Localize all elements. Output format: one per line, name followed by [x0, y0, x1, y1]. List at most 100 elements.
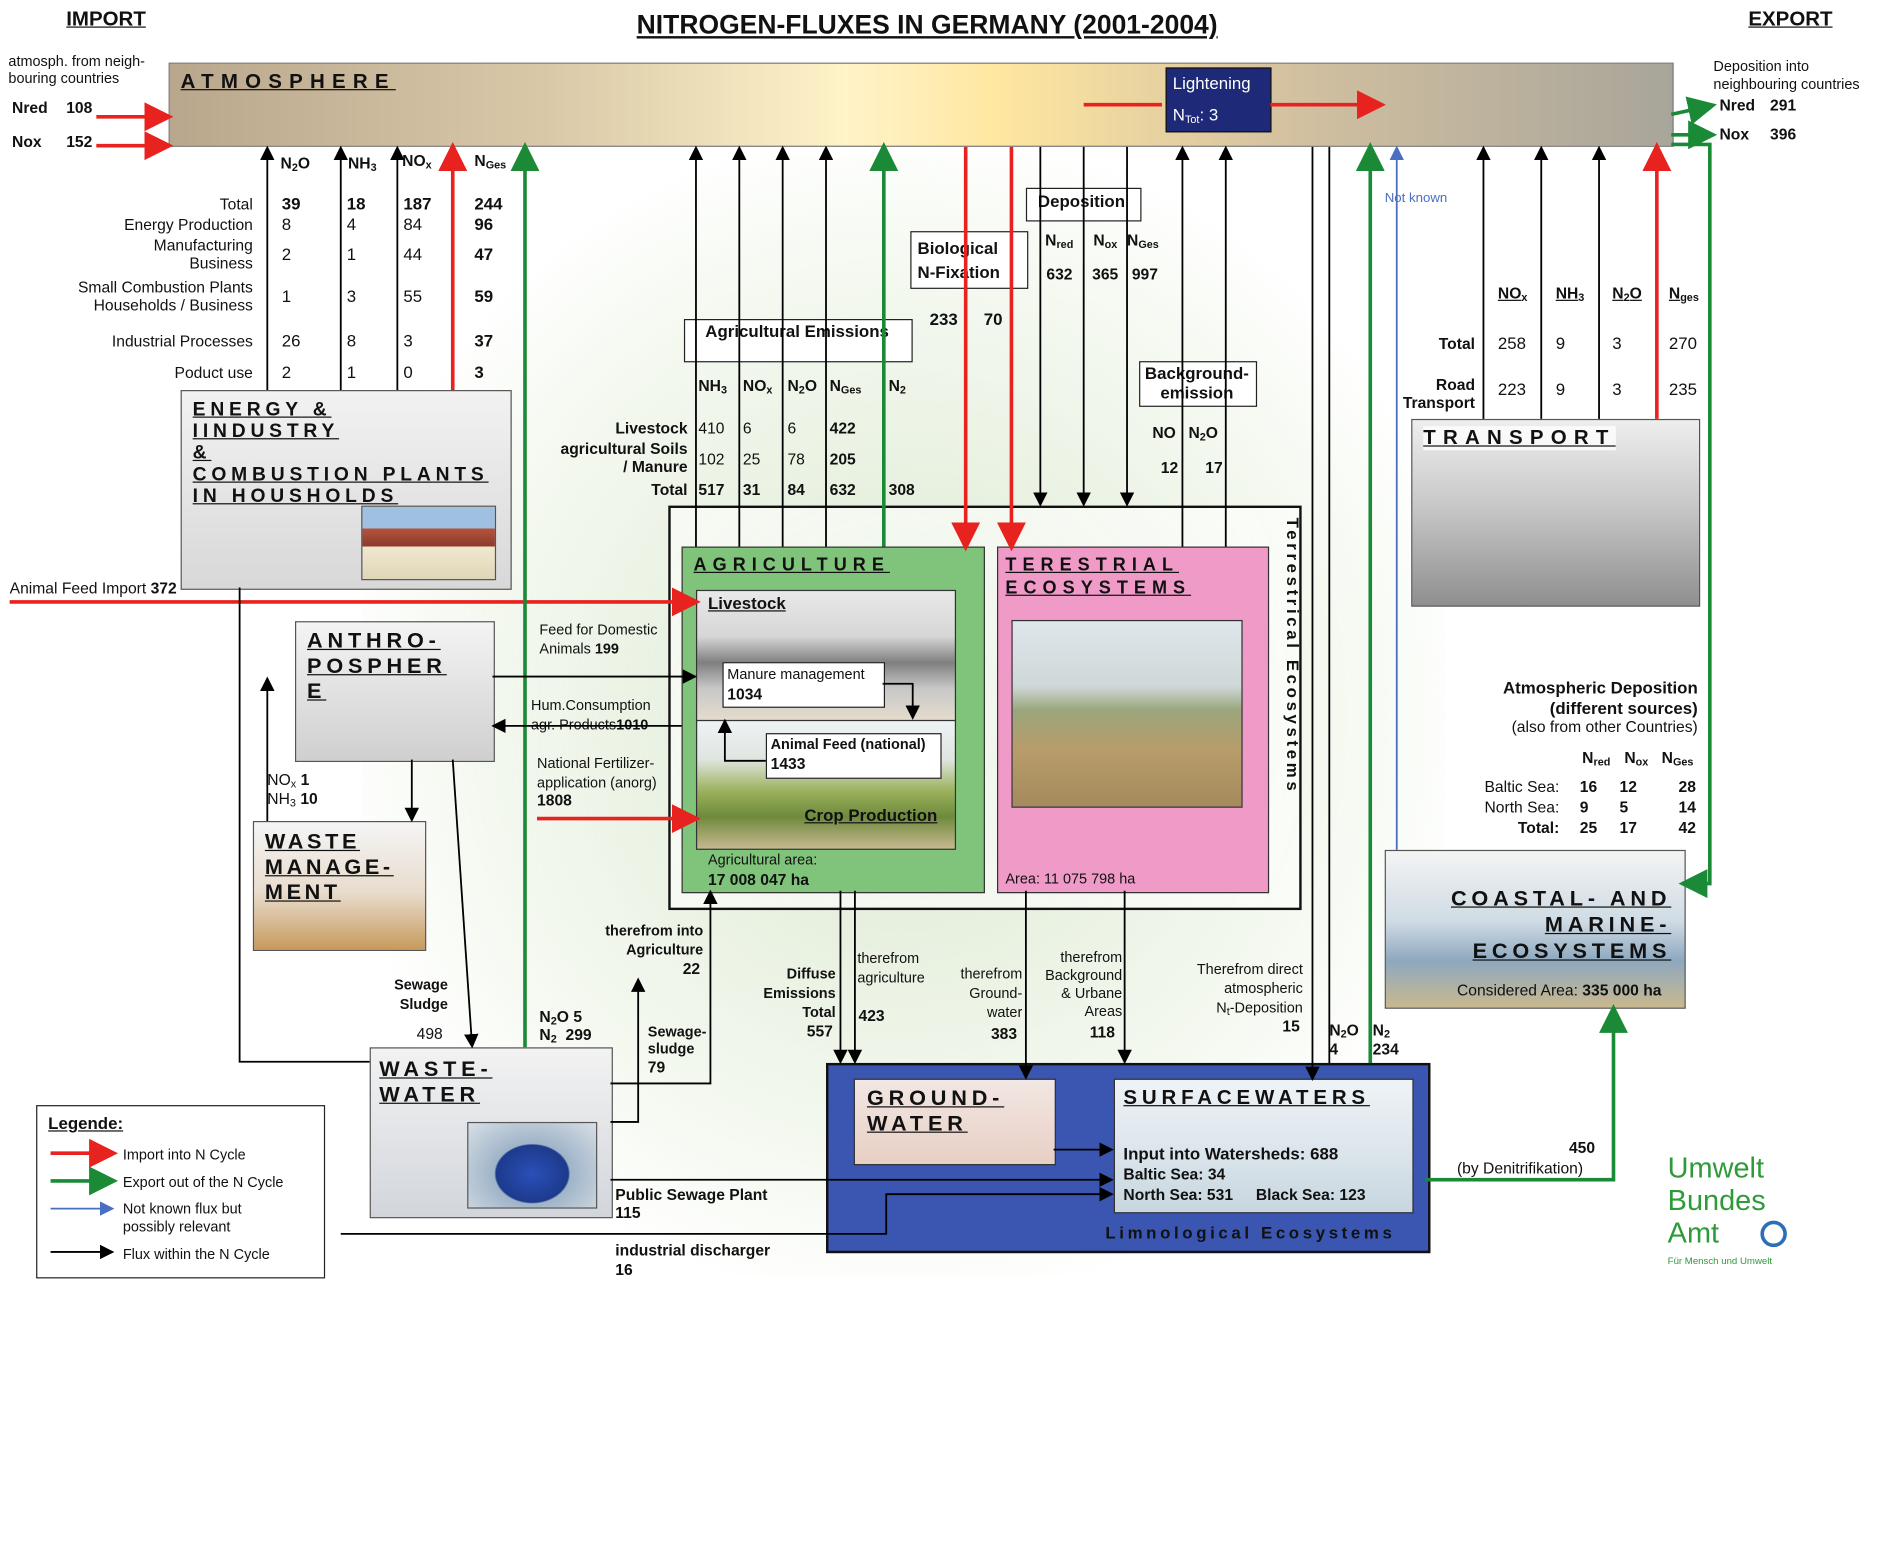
- energy-industry-label: ENERGY & IINDUSTRY & COMBUSTION PLANTS I…: [192, 399, 489, 507]
- energy-cell: 8: [346, 331, 357, 351]
- energy-cell: 37: [474, 331, 494, 351]
- animal-feed-arrow: [717, 718, 766, 762]
- fertilizer-value: 1808: [537, 790, 572, 809]
- energy-cell: 47: [474, 244, 494, 264]
- industrial-arrow: [340, 1186, 1114, 1235]
- transport-header-nh3: NH3: [1555, 284, 1585, 304]
- diffuse-label: Diffuse Emissions Total: [763, 965, 836, 1021]
- manure-arrow: [882, 682, 920, 720]
- energy-cell: 18: [346, 193, 366, 214]
- livestock-label: Livestock: [708, 593, 786, 613]
- bio-fixation-value-b: 70: [983, 309, 1003, 329]
- direct-deposition-value: 15: [1282, 1017, 1300, 1036]
- deposition-header-nges: NGes: [1127, 231, 1159, 251]
- surfacewaters-input: Input into Watersheds: 688: [1123, 1143, 1339, 1163]
- energy-cell: 26: [281, 331, 301, 351]
- terrestrial-photo: [1011, 619, 1243, 808]
- transport-label: TRANSPORT: [1423, 426, 1616, 451]
- atm-cell: 16: [1579, 777, 1598, 796]
- atmosphere-import-note: atmosph. from neigh- bouring countries: [8, 52, 145, 87]
- export-nred-label: Nred: [1719, 96, 1756, 115]
- export-nred-value: 291: [1770, 96, 1797, 115]
- deposition-nox: 365: [1092, 264, 1119, 283]
- energy-row-label: Small Combustion Plants Households / Bus…: [77, 278, 253, 315]
- atm-header-nges: NGes: [1661, 748, 1694, 769]
- crop-production-label: Crop Production: [804, 805, 938, 825]
- surfacewaters-label: SURFACEWATERS: [1123, 1085, 1370, 1109]
- manure-value: 1034: [727, 684, 763, 704]
- deposition-header-nred: Nred: [1045, 231, 1074, 251]
- agri-header-nges: NGes: [829, 376, 862, 397]
- bio-fixation-label: Biological N-Fixation: [917, 238, 1000, 282]
- logo-globe-icon: [1760, 1220, 1787, 1248]
- agri-cell: 308: [888, 480, 915, 499]
- transport-cell: 3: [1612, 379, 1622, 399]
- energy-row-label: Total: [219, 195, 253, 214]
- agri-cell: 422: [829, 418, 856, 437]
- atm-cell: 25: [1579, 818, 1598, 837]
- agri-header-n2: N2: [888, 376, 906, 397]
- atm-row-label: Total:: [1517, 818, 1560, 837]
- anthro-to-wastewater-arrow: [451, 759, 479, 1049]
- coastal-deposition-arrow: [1671, 142, 1712, 899]
- legend-within-label: Flux within the N Cycle: [122, 1245, 270, 1263]
- energy-cell: 8: [281, 214, 292, 234]
- wastewater-photo: [467, 1121, 598, 1209]
- lightening-box: [1165, 67, 1272, 133]
- animal-feed-label: Animal Feed (national): [770, 735, 926, 753]
- energy-cell: 0: [403, 362, 413, 382]
- transport-cell: 9: [1555, 333, 1566, 353]
- agri-cell: 205: [829, 450, 856, 469]
- background-n2o: 17: [1205, 458, 1223, 477]
- terrestrial-area: Area: 11 075 798 ha: [1005, 870, 1136, 888]
- sewage-sludge-79-value: 79: [647, 1058, 666, 1077]
- import-nox-label: Nox: [12, 132, 42, 151]
- animal-feed-value: 1433: [770, 754, 806, 773]
- groundwater-box: [853, 1078, 1056, 1166]
- atm-header-nred: Nred: [1582, 748, 1611, 769]
- transport-cell: 258: [1497, 333, 1527, 353]
- denitrification-arrow: [1425, 1003, 1628, 1182]
- energy-to-surface-line: [238, 587, 370, 1063]
- agri-cell: 84: [787, 480, 805, 499]
- coastal-label: COASTAL- AND MARINE- ECOSYSTEMS: [1450, 885, 1672, 964]
- animal-feed-import: Animal Feed Import 372: [9, 579, 177, 598]
- transport-header-n2o: N2O: [1612, 284, 1642, 304]
- groundwater-label: GROUND- WATER: [866, 1085, 1005, 1136]
- animal-feed-box: [765, 733, 942, 779]
- waste-nh3: NH3 10: [267, 789, 318, 809]
- public-sewage-label: Public Sewage Plant: [615, 1185, 768, 1204]
- atm-row-label: North Sea:: [1484, 798, 1560, 817]
- agricultural-area-value: 17 008 047 ha: [708, 870, 809, 889]
- export-nox-label: Nox: [1719, 125, 1750, 144]
- therefrom-agriculture-value: 423: [858, 1006, 885, 1025]
- waste-management-label: WASTE MANAGE- MENT: [264, 829, 394, 905]
- transport-cell: 235: [1668, 379, 1698, 399]
- deposition-header-nox: Nox: [1093, 231, 1118, 251]
- atmosphere-label: ATMOSPHERE: [180, 69, 396, 93]
- hum-consumption-label: Hum.Consumption agr. Products1010: [531, 697, 651, 734]
- surfacewaters-baltic: Baltic Sea: 34: [1123, 1165, 1226, 1184]
- energy-cell: 3: [474, 362, 484, 382]
- transport-header-nox: NOx: [1497, 284, 1528, 304]
- lightening-label: Lightening: [1172, 73, 1251, 93]
- export-nox-value: 396: [1770, 125, 1797, 144]
- atm-deposition-subtitle: (also from other Countries): [1511, 717, 1698, 736]
- therefrom-agri-value: 22: [682, 959, 701, 978]
- atm-cell: 42: [1678, 818, 1696, 837]
- transport-header-nges: Nges: [1668, 284, 1699, 304]
- energy-header-nges: NGes: [474, 151, 507, 171]
- agri-cell: 78: [787, 450, 805, 469]
- agricultural-area-label: Agricultural area:: [708, 851, 818, 868]
- therefrom-background-label: therefrom Background & Urbane Areas: [1045, 948, 1123, 1020]
- not-known-label: Not known: [1384, 191, 1448, 206]
- energy-cell: 2: [281, 244, 292, 264]
- energy-row-label: Energy Production: [124, 215, 253, 234]
- surface-n2-value: 234: [1372, 1040, 1399, 1059]
- agri-cell: 632: [829, 480, 856, 499]
- transport-box: [1411, 418, 1701, 607]
- logo-line2: Bundes: [1667, 1184, 1766, 1218]
- background-emission-title: Background- emission: [1144, 363, 1249, 403]
- energy-cell: 2: [281, 362, 292, 382]
